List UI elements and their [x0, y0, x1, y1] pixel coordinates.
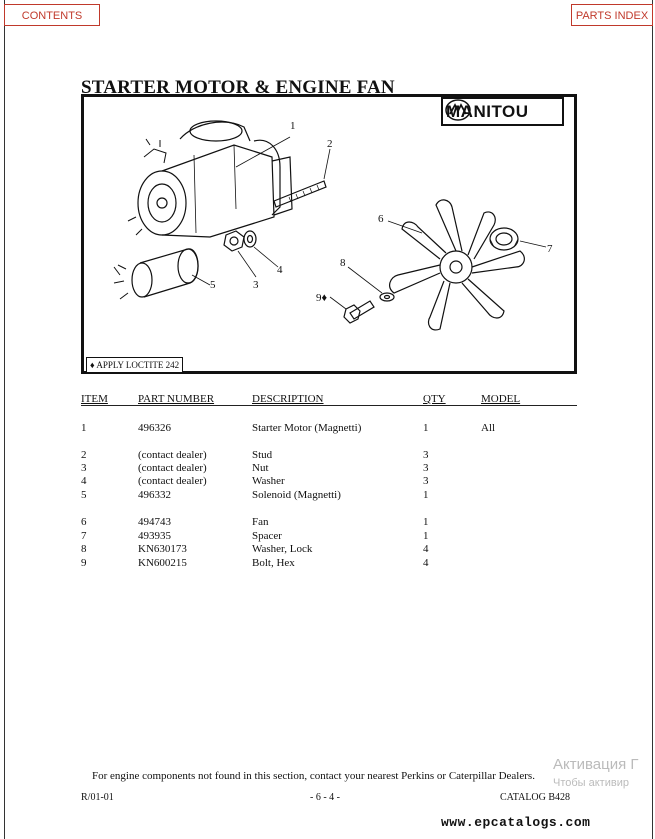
page-title: STARTER MOTOR & ENGINE FAN: [81, 77, 395, 98]
item-cell: 2: [81, 449, 87, 461]
qty-cell: 3: [423, 449, 429, 461]
contents-button[interactable]: CONTENTS: [4, 4, 100, 26]
table-row: 7 493935 Spacer 1: [81, 530, 577, 543]
hex-bolt-part: [349, 300, 375, 320]
callout-1: 1: [290, 120, 296, 132]
table-row: 3 (contact dealer) Nut 3: [81, 462, 577, 475]
part-number-cell: 494743: [138, 516, 171, 528]
solenoid-part: [139, 248, 199, 298]
description-cell: Starter Motor (Magnetti): [252, 422, 362, 434]
site-watermark: www.epcatalogs.com: [441, 815, 591, 830]
description-cell: Washer: [252, 475, 285, 487]
starter-solenoid-top: [179, 121, 251, 142]
dealer-contact-note: For engine components not found in this …: [92, 770, 535, 782]
header-part-number: PART NUMBER: [138, 393, 215, 405]
stud-part: [273, 180, 327, 208]
table-row: 4 (contact dealer) Washer 3: [81, 475, 577, 488]
exploded-view-drawing: [113, 120, 547, 331]
callout-3: 3: [253, 279, 259, 291]
part-number-cell: 496332: [138, 489, 171, 501]
manitou-emblem-icon: [445, 99, 471, 121]
item-cell: 1: [81, 422, 87, 434]
callout-9: 9♦: [316, 292, 328, 304]
header-qty: QTY: [423, 393, 446, 405]
starter-motor-end: [137, 170, 187, 236]
item-cell: 6: [81, 516, 87, 528]
callout-4: 4: [277, 264, 283, 276]
header-underline: [81, 405, 577, 406]
qty-cell: 1: [423, 422, 429, 434]
table-row: 5 496332 Solenoid (Magnetti) 1: [81, 489, 577, 502]
table-row: 6 494743 Fan 1: [81, 516, 577, 529]
qty-cell: 3: [423, 462, 429, 474]
callout-8: 8: [340, 257, 346, 269]
item-cell: 5: [81, 489, 87, 501]
item-cell: 8: [81, 543, 87, 555]
washer-part: [243, 230, 257, 248]
parts-index-button[interactable]: PARTS INDEX: [571, 4, 653, 26]
manitou-wordmark: MANITOU: [446, 101, 529, 121]
item-cell: 3: [81, 462, 87, 474]
activation-watermark-title: Активация Г: [553, 756, 639, 773]
catalog-label: CATALOG B428: [500, 792, 571, 803]
callout-7: 7: [547, 243, 553, 255]
part-number-cell: 493935: [138, 530, 171, 542]
part-number-cell: (contact dealer): [138, 462, 207, 474]
qty-cell: 3: [423, 475, 429, 487]
part-number-cell: 496326: [138, 422, 171, 434]
header-description: DESCRIPTION: [252, 393, 324, 405]
description-cell: Solenoid (Magnetti): [252, 489, 341, 501]
fan-part: [389, 199, 525, 331]
loctite-note: ♦ APPLY LOCTITE 242: [86, 357, 184, 373]
table-row: 1 496326 Starter Motor (Magnetti) 1 All: [81, 422, 577, 435]
part-number-cell: (contact dealer): [138, 475, 207, 487]
table-row: 8 KN630173 Washer, Lock 4: [81, 543, 577, 556]
header-item: ITEM: [81, 393, 108, 405]
lock-washer-part: [379, 292, 395, 302]
part-number-cell: (contact dealer): [138, 449, 207, 461]
starter-motor-body: [161, 144, 275, 238]
revision-label: R/01-01: [81, 792, 114, 803]
qty-cell: 1: [423, 516, 429, 528]
item-cell: 7: [81, 530, 87, 542]
callout-2: 2: [327, 138, 333, 150]
description-cell: Stud: [252, 449, 273, 461]
page-right-border: [652, 0, 653, 839]
activation-watermark-subtitle: Чтобы активир: [553, 777, 629, 789]
description-cell: Spacer: [252, 530, 282, 542]
table-row: 2 (contact dealer) Stud 3: [81, 449, 577, 462]
nut-part: [223, 230, 245, 252]
qty-cell: 1: [423, 489, 429, 501]
qty-cell: 4: [423, 543, 429, 555]
description-cell: Nut: [252, 462, 269, 474]
model-cell: All: [481, 422, 496, 434]
parts-diagram: MANITOU 1 2 3 4 5 6 7 8 9♦ ♦ APPLY LOCTI…: [81, 94, 577, 374]
item-cell: 4: [81, 475, 87, 487]
part-number-cell: KN630173: [138, 543, 187, 555]
qty-cell: 4: [423, 557, 429, 569]
callout-5: 5: [210, 279, 216, 291]
description-cell: Fan: [252, 516, 269, 528]
item-cell: 9: [81, 557, 87, 569]
table-row: 9 KN600215 Bolt, Hex 4: [81, 557, 577, 570]
manitou-logo: MANITOU: [441, 97, 564, 126]
qty-cell: 1: [423, 530, 429, 542]
page-left-border: [4, 0, 5, 839]
page-number: - 6 - 4 -: [310, 792, 340, 803]
description-cell: Washer, Lock: [252, 543, 313, 555]
header-model: MODEL: [481, 393, 521, 405]
description-cell: Bolt, Hex: [252, 557, 295, 569]
part-number-cell: KN600215: [138, 557, 187, 569]
parts-table-header: ITEM PART NUMBER DESCRIPTION QTY MODEL: [81, 393, 577, 405]
callout-6: 6: [378, 213, 384, 225]
